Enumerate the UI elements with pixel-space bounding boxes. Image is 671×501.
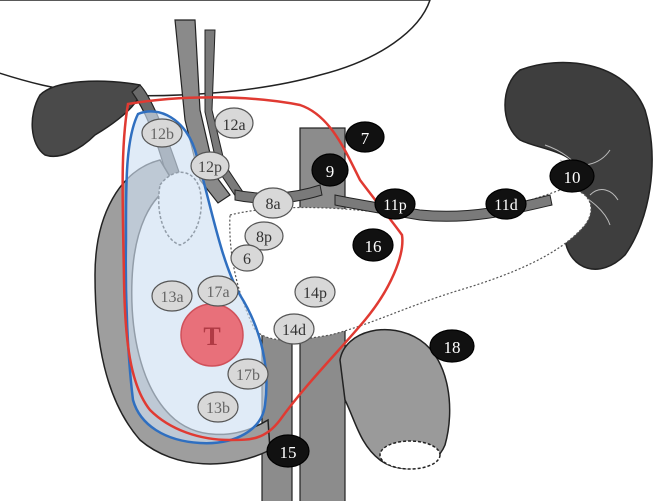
svg-text:11d: 11d	[494, 197, 517, 214]
liver	[0, 0, 431, 97]
node-18: 18	[429, 329, 475, 363]
svg-text:10: 10	[564, 168, 581, 187]
svg-text:8a: 8a	[265, 196, 280, 213]
svg-text:13b: 13b	[206, 400, 230, 417]
node-13a: 13a	[151, 280, 193, 312]
svg-text:7: 7	[361, 129, 370, 148]
node-8p: 8p	[244, 221, 284, 251]
svg-text:12a: 12a	[222, 117, 245, 134]
svg-text:11p: 11p	[383, 197, 406, 214]
resection-extent-outline	[121, 96, 404, 442]
svg-text:18: 18	[444, 338, 461, 357]
node-12p: 12p	[190, 151, 230, 181]
node-13b: 13b	[197, 391, 239, 423]
node-12b: 12b	[141, 118, 183, 148]
node-7: 7	[345, 121, 385, 153]
svg-text:15: 15	[280, 443, 297, 462]
node-12a: 12a	[214, 107, 254, 139]
svg-text:6: 6	[243, 251, 251, 268]
svg-text:14d: 14d	[282, 322, 306, 339]
splenic-hilum-vessels	[544, 144, 619, 226]
svg-text:8p: 8p	[256, 229, 272, 246]
node-17b: 17b	[227, 358, 269, 390]
jejunal-lumen	[379, 440, 441, 470]
jejunum	[339, 328, 451, 470]
svg-text:13a: 13a	[160, 289, 183, 306]
node-11d: 11d	[485, 188, 527, 220]
node-16: 16	[352, 228, 394, 262]
tumor-label: T	[203, 322, 220, 351]
svg-text:17b: 17b	[236, 367, 260, 384]
node-14p: 14p	[294, 276, 336, 308]
node-17a: 17a	[197, 275, 239, 307]
gallbladder	[31, 80, 142, 157]
node-11p: 11p	[374, 188, 416, 220]
node-6: 6	[230, 244, 264, 272]
node-8a: 8a	[252, 187, 294, 219]
svg-text:14p: 14p	[303, 285, 327, 302]
node-15: 15	[266, 434, 310, 468]
svg-text:12p: 12p	[198, 159, 222, 176]
svg-text:17a: 17a	[206, 284, 229, 301]
svg-text:16: 16	[365, 237, 382, 256]
node-10: 10	[549, 159, 595, 193]
node-9: 9	[311, 153, 349, 187]
node-14d: 14d	[273, 313, 315, 345]
svg-text:12b: 12b	[150, 126, 174, 143]
svg-text:9: 9	[326, 162, 335, 181]
